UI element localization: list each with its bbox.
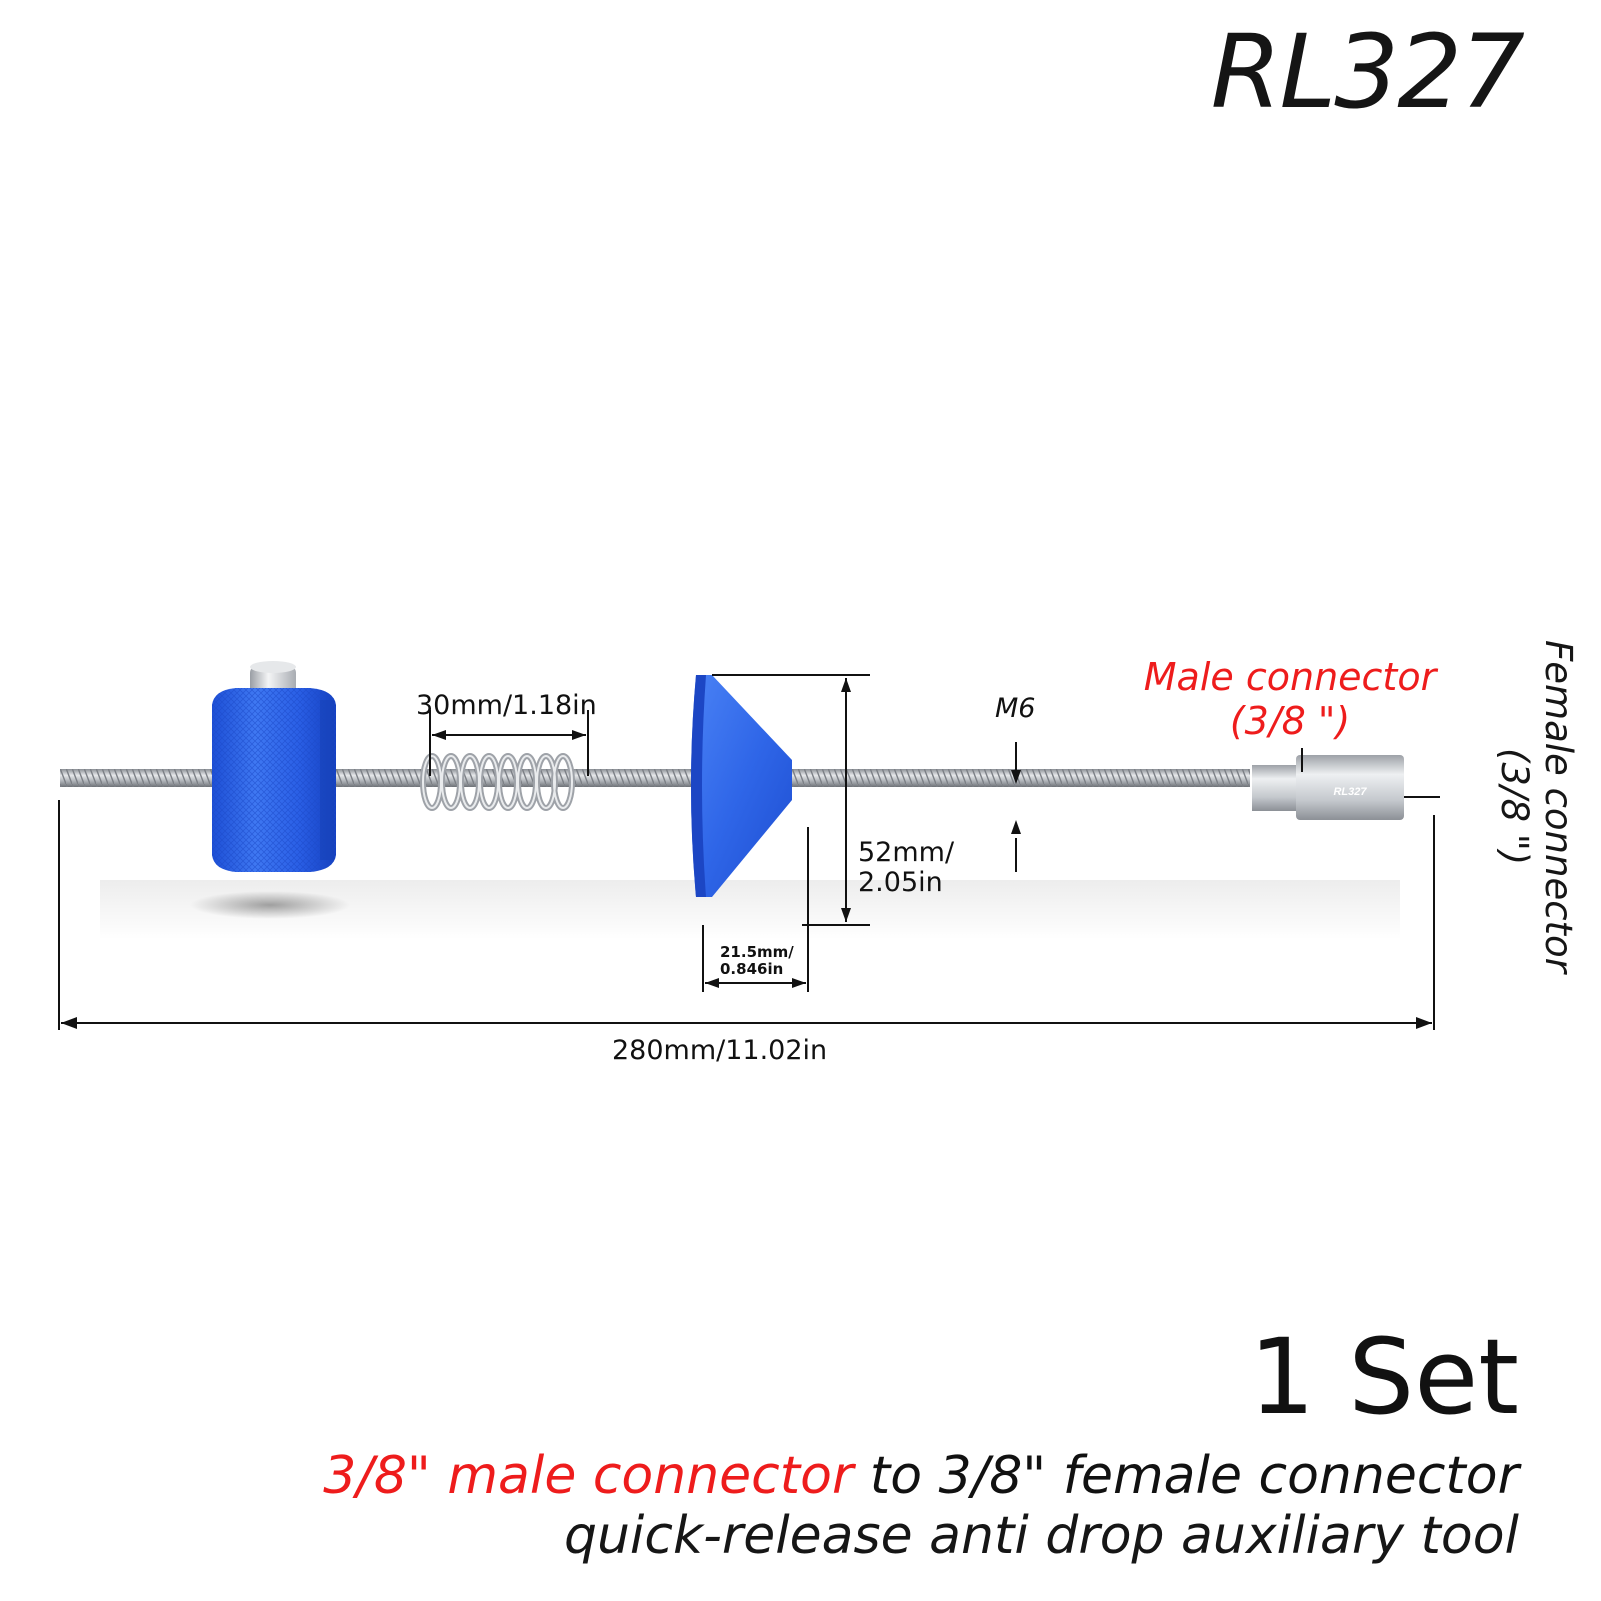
- total-length-label: 280mm/11.02in: [612, 1035, 828, 1066]
- blue-cone: [691, 675, 792, 897]
- description-rest: to 3/8" female connector: [853, 1446, 1519, 1506]
- cone-diameter-label: 52mm/ 2.05in: [858, 837, 955, 898]
- thread-size-label: M6: [995, 693, 1036, 724]
- female-socket: [1296, 755, 1404, 820]
- engraving: RL327: [1333, 786, 1367, 798]
- cone-depth-label: 21.5mm/ 0.846in: [720, 943, 794, 978]
- blue-knob: [212, 661, 336, 872]
- model-number: RL327: [1210, 13, 1525, 132]
- connector: RL327: [1252, 755, 1404, 820]
- female-connector-label: Female connector (3/8 "): [1493, 640, 1580, 973]
- male-connector-label: Male connector (3/8 "): [1143, 655, 1437, 743]
- quantity-label: 1 Set: [1248, 1316, 1519, 1438]
- dimension-lines: [58, 674, 1440, 1030]
- dimension-arrowheads: [61, 678, 1432, 1029]
- description-line-2: quick-release anti drop auxiliary tool: [563, 1506, 1519, 1566]
- spring-length-label: 30mm/1.18in: [416, 690, 597, 721]
- male-square-drive: [1252, 765, 1298, 811]
- description-highlight: 3/8" male connector: [323, 1446, 854, 1506]
- description-line-1: 3/8" male connector to 3/8" female conne…: [323, 1450, 1519, 1502]
- threaded-rod: [60, 769, 1250, 787]
- knob-shadow: [190, 891, 350, 919]
